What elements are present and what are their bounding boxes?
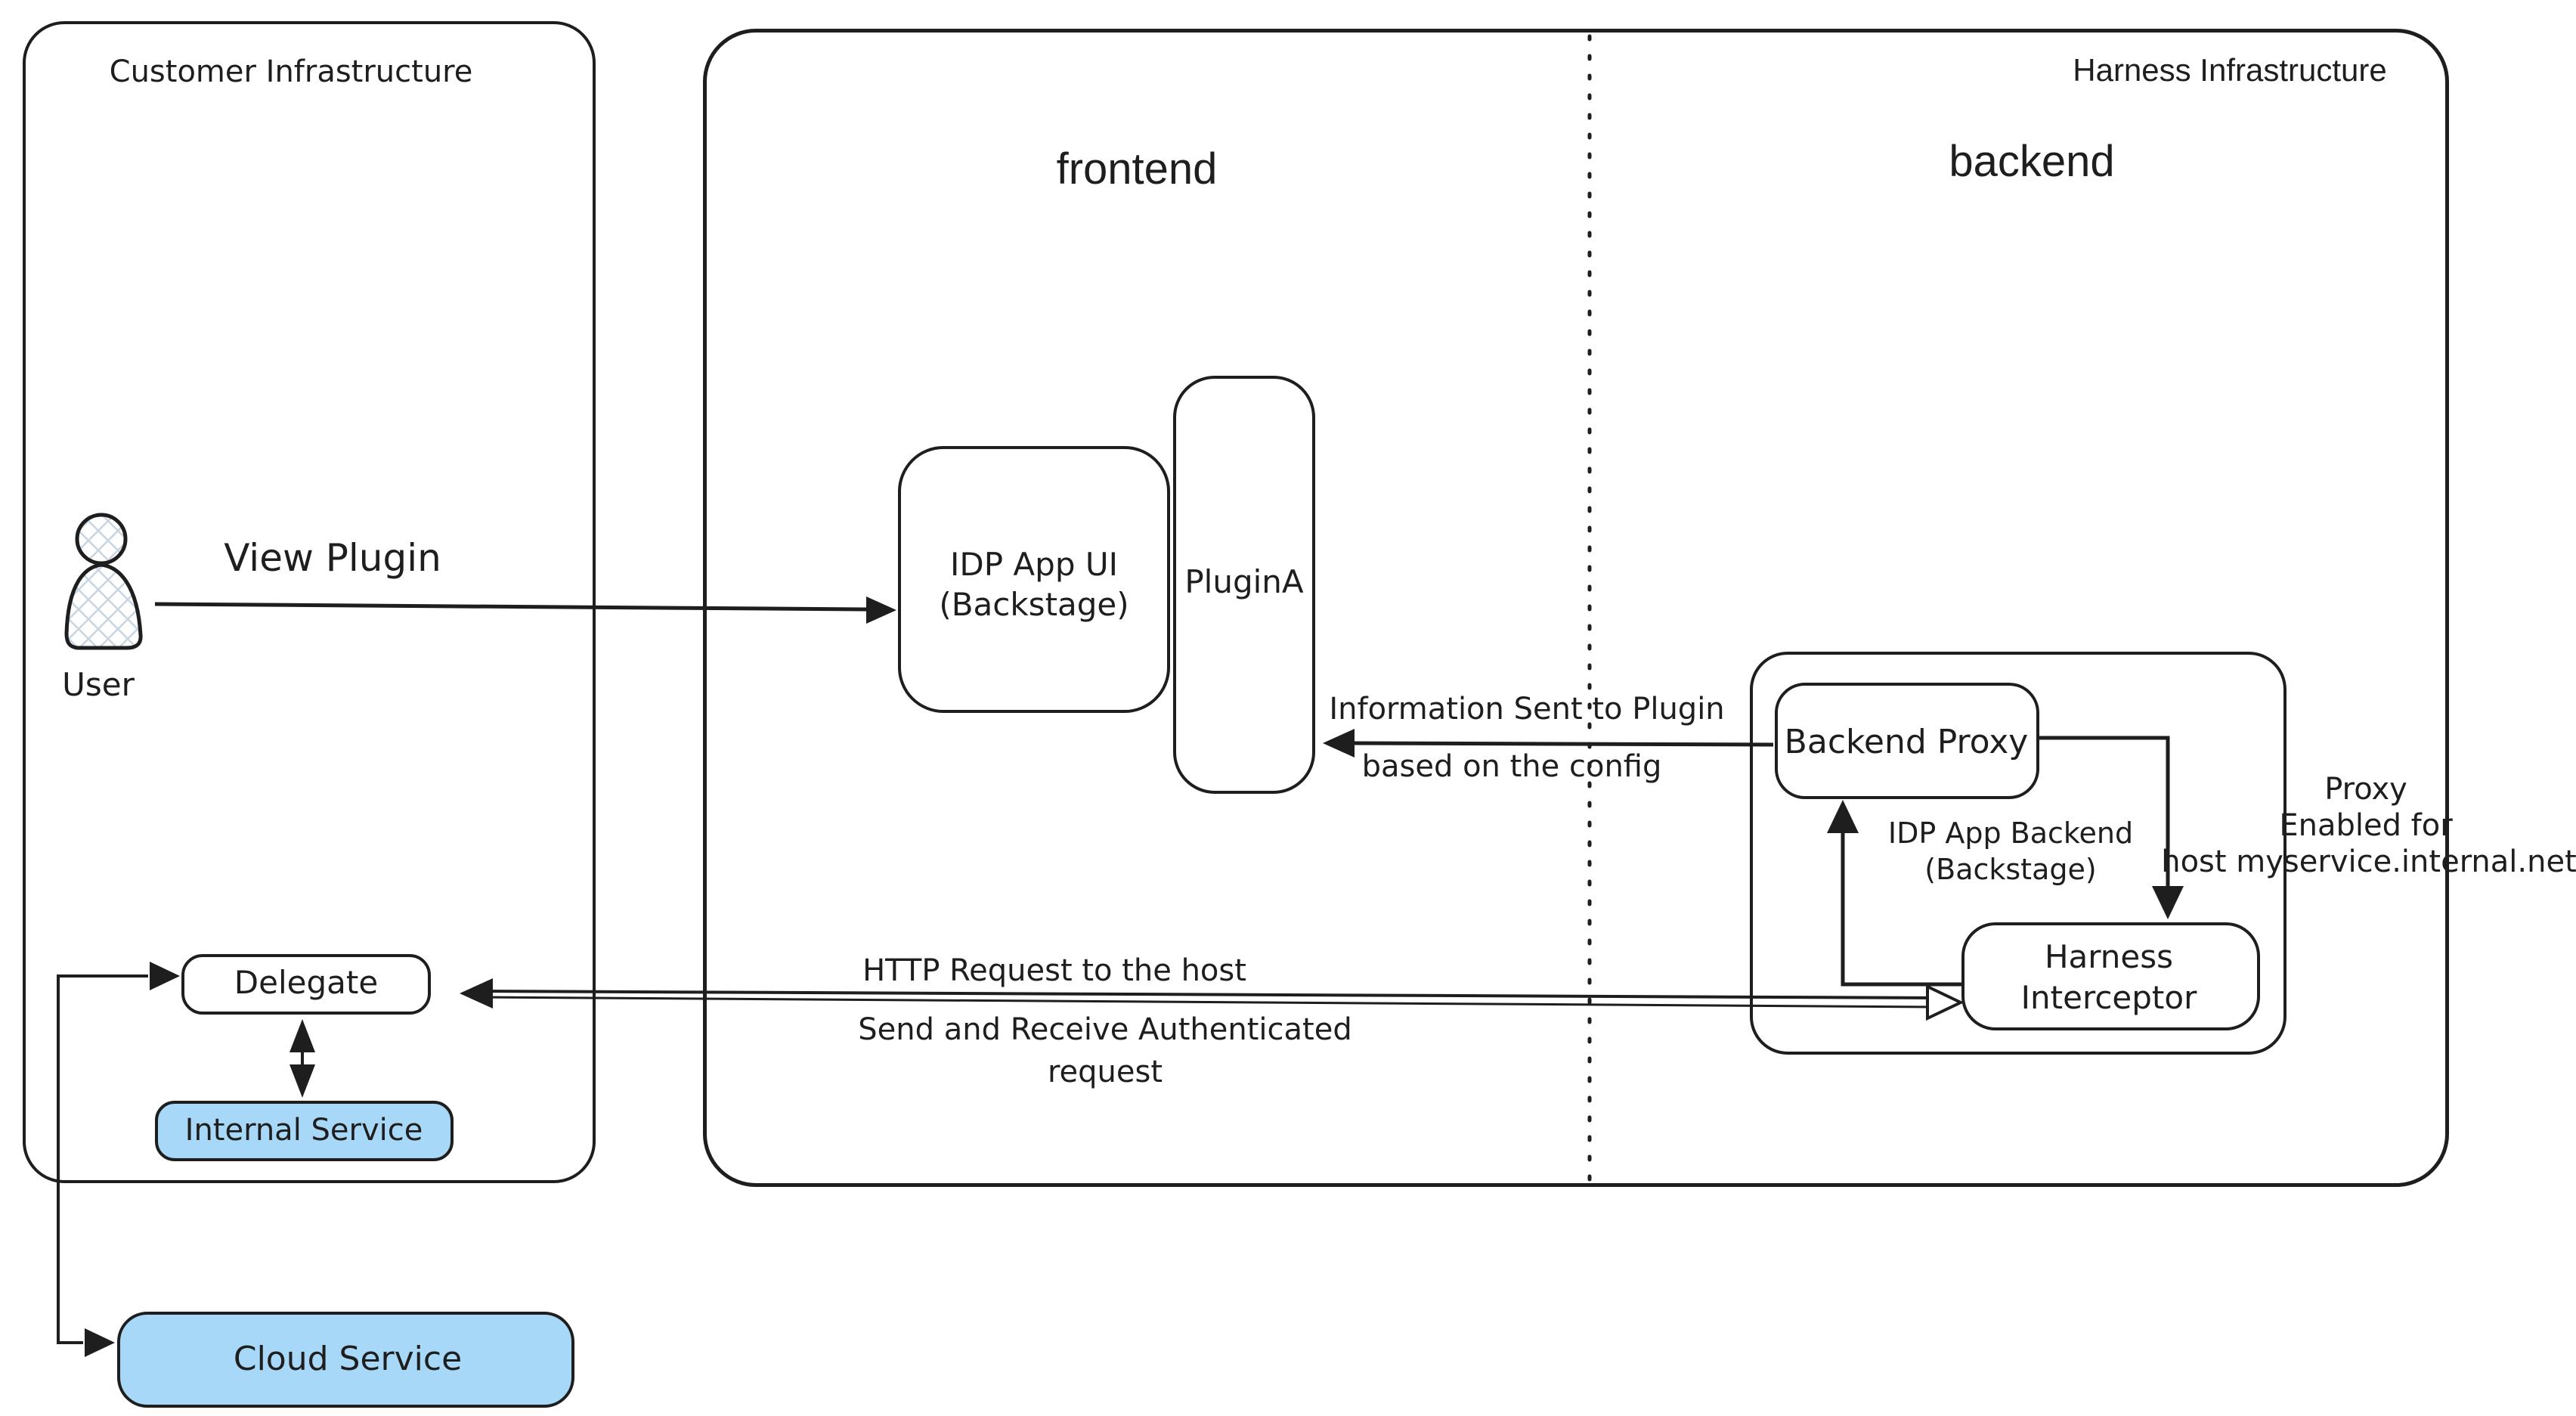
internal-service-label: Internal Service — [184, 1113, 423, 1148]
harness-interceptor-label-line1: Harness — [2044, 938, 2174, 975]
delegate-internal-arrow — [289, 1019, 315, 1098]
cloud-service-label: Cloud Service — [233, 1340, 463, 1378]
customer-infrastructure-label: Customer Infrastructure — [109, 54, 473, 89]
info-sent-arrow — [1323, 729, 1774, 758]
info-sent-label-line2: based on the config — [1361, 749, 1662, 784]
delegate-box — [181, 954, 431, 1015]
backend-zone-label: backend — [1949, 137, 2115, 186]
frontend-zone-label: frontend — [1056, 144, 1218, 194]
idp-app-backend-label-line1: IDP App Backend — [1887, 816, 2134, 850]
cloud-service-box — [117, 1312, 574, 1408]
http-request-label: HTTP Request to the host — [862, 953, 1246, 988]
view-plugin-arrow — [154, 596, 896, 624]
idp-app-backend-container — [1750, 652, 2287, 1055]
proxy-enabled-label-line2: Enabled for — [2279, 808, 2453, 843]
internal-service-box — [155, 1101, 454, 1161]
plugin-a-box — [1173, 376, 1315, 794]
customer-infrastructure-box — [23, 21, 596, 1183]
idp-app-backend-label-line2: (Backstage) — [1924, 853, 2097, 886]
view-plugin-label: View Plugin — [224, 536, 441, 580]
harness-infrastructure-label: Harness Infrastructure — [2073, 52, 2387, 88]
backend-proxy-label: Backend Proxy — [1784, 723, 2029, 761]
auth-request-label-line1: Send and Receive Authenticated — [858, 1012, 1352, 1047]
idp-app-ui-label-line1: IDP App UI — [950, 546, 1118, 583]
info-sent-label-line1: Information Sent to Plugin — [1329, 692, 1725, 727]
auth-request-label-line2: request — [1047, 1055, 1163, 1089]
delegate-label: Delegate — [234, 964, 379, 1001]
user-icon — [64, 513, 143, 650]
harness-interceptor-label-line2: Interceptor — [2020, 979, 2197, 1016]
proxy-to-interceptor-arrow — [2039, 736, 2184, 919]
plugin-a-label: PluginA — [1184, 563, 1304, 600]
idp-app-ui-label-line2: (Backstage) — [939, 586, 1129, 623]
http-request-arrow — [460, 978, 1965, 1021]
delegate-cloud-elbow-arrow — [57, 962, 180, 1357]
user-label: User — [62, 666, 135, 703]
idp-app-ui-box — [898, 446, 1170, 713]
proxy-enabled-label-line3: host myservice.internal.net — [2161, 844, 2576, 879]
interceptor-to-proxy-arrow — [1827, 800, 1961, 987]
harness-interceptor-box — [1961, 922, 2260, 1030]
backend-proxy-box — [1775, 683, 2039, 799]
proxy-enabled-label-line1: Proxy — [2324, 772, 2407, 807]
